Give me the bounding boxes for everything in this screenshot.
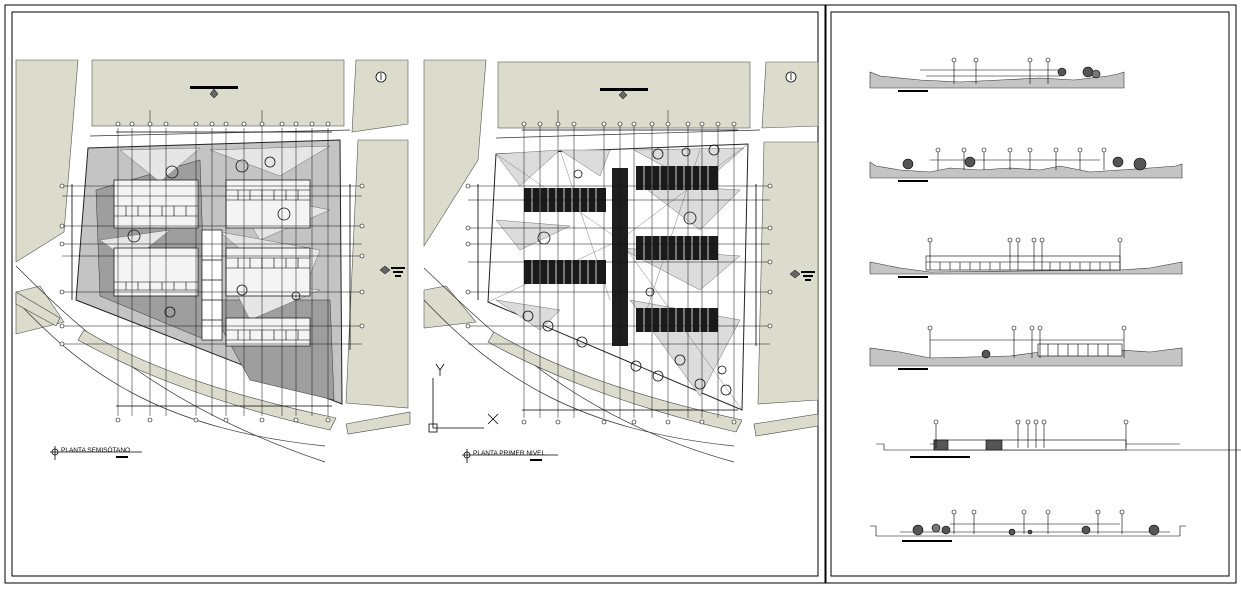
section-2 [869, 147, 1183, 182]
road-lines [15, 129, 351, 463]
grid-bubbles-1 [59, 121, 365, 423]
plan-title-marker-icon [50, 446, 142, 460]
grid-bubbles-2 [465, 121, 773, 425]
section-4 [869, 325, 1183, 370]
side-marker-icon-2 [789, 269, 815, 281]
grid-lines-v-1 [117, 110, 329, 416]
context-ground [15, 59, 409, 409]
plan-title-scale-bar-2 [530, 459, 542, 461]
section-3 [869, 237, 1183, 278]
plan-title-primer-nivel: PLANTA PRIMER NIVEL [473, 450, 546, 457]
dimension-strings-2 [477, 129, 757, 411]
inner-frame-right [830, 11, 1230, 577]
plan-primer-nivel [423, 59, 819, 463]
section-marker-icon [190, 86, 238, 99]
dimension-strings-1 [71, 131, 351, 407]
plan-semisotano [15, 59, 411, 463]
side-marker-icon [379, 265, 405, 277]
section-1 [869, 57, 1125, 92]
ucs-axis-icon [428, 363, 499, 433]
sidewalk-strips [15, 291, 411, 435]
plan-title-scale-bar [116, 456, 128, 458]
section-5 [876, 419, 1241, 458]
sheet-frames [4, 4, 1237, 584]
outer-frame-right [825, 4, 1237, 584]
grid-lines-v-2 [523, 110, 735, 418]
trees-primer-nivel [522, 144, 732, 396]
context-ground-2 [423, 59, 819, 405]
plan-title-marker-icon-2 [462, 449, 558, 463]
outer-frame-left [4, 4, 826, 584]
sidewalk-strips-2 [487, 331, 819, 437]
section-drawings [869, 57, 1241, 542]
grid-lines-h-2 [468, 185, 770, 345]
section-marker-icon-2 [600, 88, 648, 100]
plan-title-semisotano: PLANTA SEMISÓTANO [61, 445, 130, 454]
section-6 [870, 509, 1186, 542]
